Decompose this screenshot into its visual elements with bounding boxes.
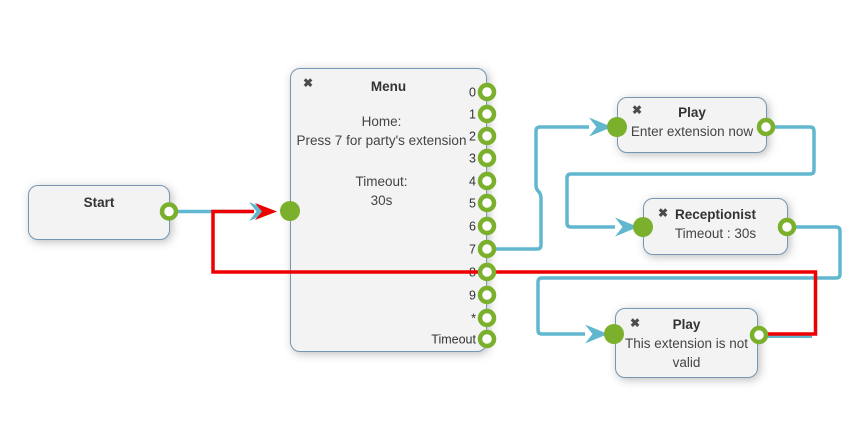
menu-body-spacer: [291, 150, 472, 172]
node-menu[interactable]: ✖ Menu Home: Press 7 for party's extensi…: [290, 68, 487, 352]
arrowhead-into-receptionist: [615, 217, 638, 237]
node-play-invalid-extension[interactable]: ✖ Play This extension is not valid: [615, 308, 758, 378]
close-icon[interactable]: ✖: [630, 316, 641, 330]
node-play-enter-title: Play: [678, 105, 706, 120]
arrowhead-into-menu-blue: [249, 202, 272, 221]
menu-body-line: 30s: [370, 193, 393, 208]
node-start-title: Start: [83, 195, 115, 210]
node-play-invalid-body: This extension is not valid: [624, 336, 749, 370]
connector-menu-port7-to-play-enter[interactable]: [487, 125, 589, 251]
node-menu-title: Menu: [370, 79, 407, 94]
close-icon[interactable]: ✖: [303, 76, 314, 90]
node-start[interactable]: Start: [28, 185, 170, 240]
node-receptionist[interactable]: ✖ Receptionist Timeout : 30s: [643, 198, 788, 255]
arrowhead-into-menu-red: [255, 203, 277, 220]
close-icon[interactable]: ✖: [632, 103, 643, 117]
node-play-enter-body: Enter extension now: [630, 124, 754, 139]
node-receptionist-body: Timeout : 30s: [674, 226, 757, 241]
arrowhead-into-play-enter: [589, 117, 612, 137]
close-icon[interactable]: ✖: [658, 206, 669, 220]
arrowhead-into-play-invalid: [585, 324, 608, 344]
node-menu-body: Home: Press 7 for party's extension Time…: [291, 112, 486, 210]
menu-body-line: Timeout:: [355, 174, 408, 189]
menu-body-line: Press 7 for party's extension: [296, 133, 467, 148]
menu-body-line: Home:: [361, 114, 402, 129]
node-play-enter-extension[interactable]: ✖ Play Enter extension now: [617, 97, 767, 153]
